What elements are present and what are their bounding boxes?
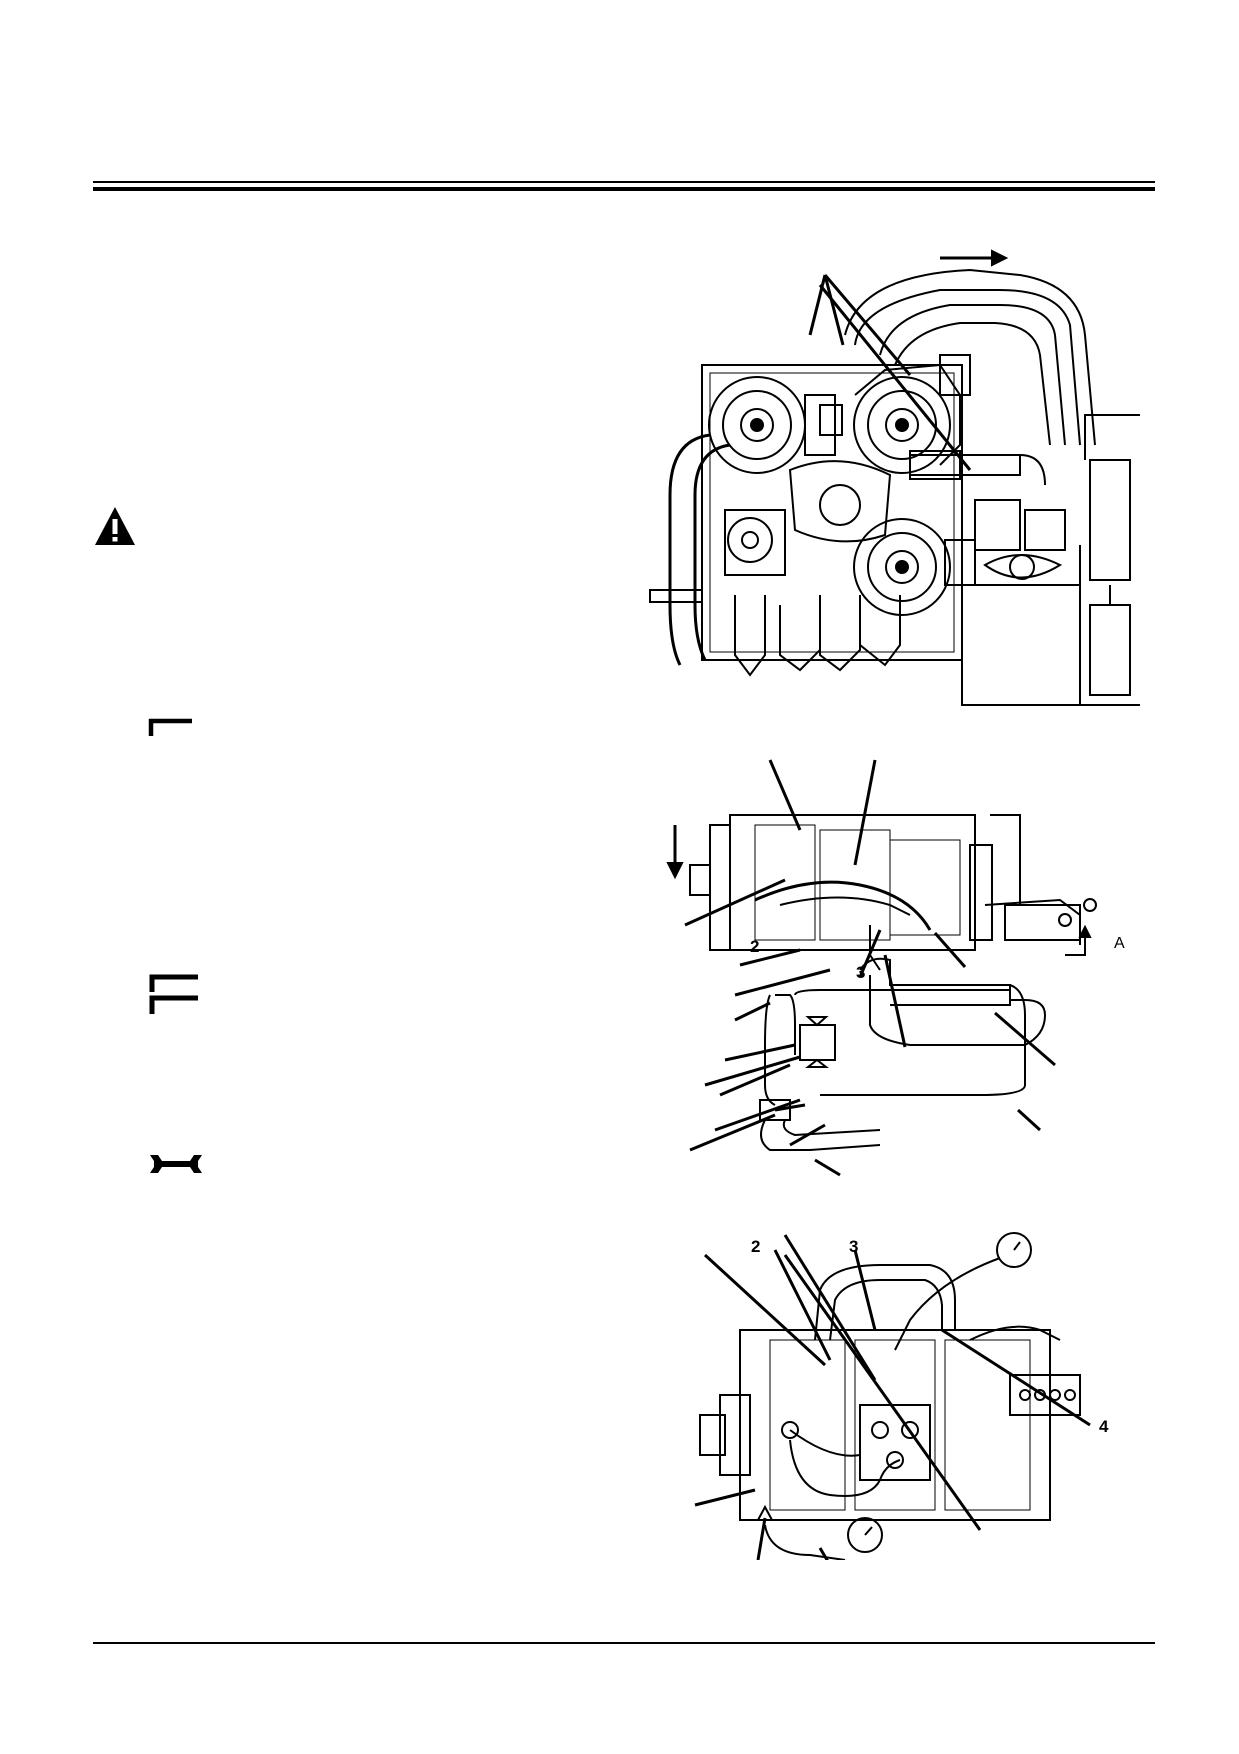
wrench-icon <box>148 1152 204 1181</box>
double-hex-key-icon <box>148 970 200 1021</box>
header-rule-thin <box>93 181 1155 183</box>
callout-2: 2 <box>751 1237 761 1256</box>
callout-3: 3 <box>849 1237 859 1256</box>
pump-top-view-figure <box>680 1230 1130 1566</box>
callout-3: 3 <box>856 963 866 982</box>
callout-4: 4 <box>1099 1417 1109 1436</box>
footer-rule <box>93 1642 1155 1644</box>
header-rule-thick <box>93 187 1155 191</box>
callout-2: 2 <box>750 937 760 956</box>
pump-assembly-figure <box>640 245 1140 720</box>
pump-side-view-figure <box>660 755 1140 1190</box>
hex-key-icon <box>148 716 196 743</box>
section-marker-a: A <box>1114 935 1125 952</box>
warning-triangle-icon <box>93 505 137 552</box>
